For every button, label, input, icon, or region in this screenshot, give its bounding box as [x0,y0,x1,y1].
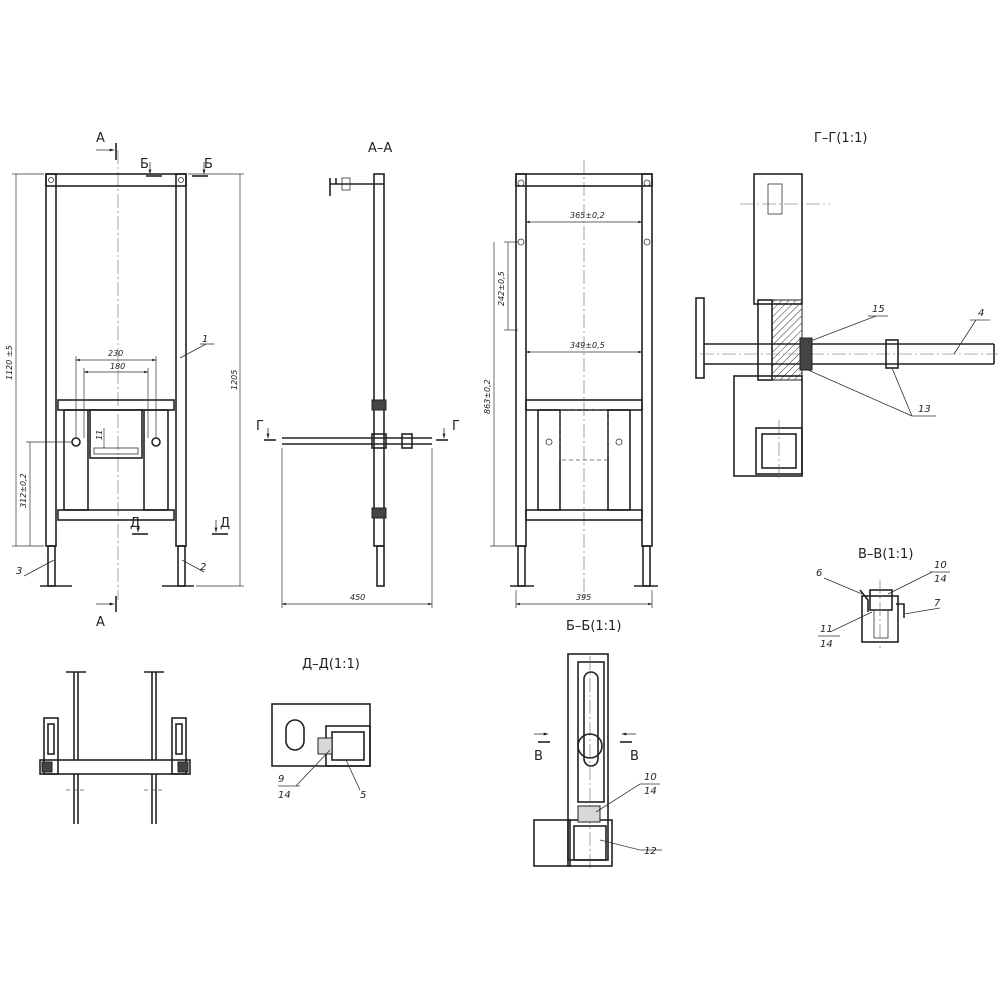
dim-11: 11 [95,430,104,440]
callout-10-vv: 10 [934,560,947,571]
front-view: 1120 ±5 312±0,2 1205 230 180 11 А А Б Б … [5,131,244,630]
section-aa-title: А–А [368,141,392,156]
callout-4: 4 [978,308,984,319]
callout-14-dd: 14 [278,790,291,801]
callout-14-vv-top: 14 [934,574,947,585]
section-bb-title: Б–Б(1:1) [566,619,621,634]
callout-3: 3 [16,566,22,577]
section-gg-title: Г–Г(1:1) [814,131,867,146]
cut-g-right: Г [452,419,460,434]
callout-14-vv-bottom: 14 [820,639,833,650]
callout-1: 1 [202,334,208,345]
dim-395: 395 [576,593,591,602]
callout-7: 7 [934,598,941,609]
dim-230: 230 [108,349,123,358]
section-dd-title: Д–Д(1:1) [302,657,360,672]
dim-349: 349±0,5 [570,341,605,350]
section-g-g: Г–Г(1:1) 15 4 13 [695,131,998,480]
callout-11: 11 [820,624,833,635]
cut-v-left: В [534,749,543,764]
dim-312: 312±0,2 [19,473,28,508]
cut-a-bottom: А [96,615,105,630]
section-d-d: Д–Д(1:1) 9 14 5 [271,657,371,801]
callout-9: 9 [278,774,284,785]
callout-2: 2 [200,562,206,573]
plan-view [39,671,191,824]
dim-365: 365±0,2 [570,211,605,220]
section-b-b: Б–Б(1:1) В В 10 14 12 [533,619,662,870]
dim-450: 450 [350,593,365,602]
cut-b-right: Б [204,157,213,172]
dim-1120: 1120 ±5 [5,345,14,380]
cut-g-left: Г [256,419,264,434]
dim-180: 180 [110,362,125,371]
callout-10-bb: 10 [644,772,657,783]
rear-view: 365±0,2 349±0,5 242±0,5 863±0,2 395 [483,160,658,608]
dim-1205: 1205 [230,370,239,390]
callout-12: 12 [644,846,657,857]
dim-863: 863±0,2 [483,379,492,414]
cut-b-left: Б [140,157,149,172]
section-v-v: В–В(1:1) 6 10 14 7 11 14 [816,547,950,650]
callout-15: 15 [872,304,885,315]
cut-a-top: А [96,131,105,146]
callout-13: 13 [918,404,931,415]
cut-d-right: Д [220,516,230,531]
section-vv-title: В–В(1:1) [858,547,913,562]
dim-242: 242±0,5 [497,271,506,306]
callout-14-bb: 14 [644,786,657,797]
section-a-a: А–А Г Г 450 [256,141,460,608]
cut-d-left: Д [130,516,140,531]
callout-6: 6 [816,568,822,579]
cut-v-right: В [630,749,639,764]
callout-5: 5 [360,790,366,801]
